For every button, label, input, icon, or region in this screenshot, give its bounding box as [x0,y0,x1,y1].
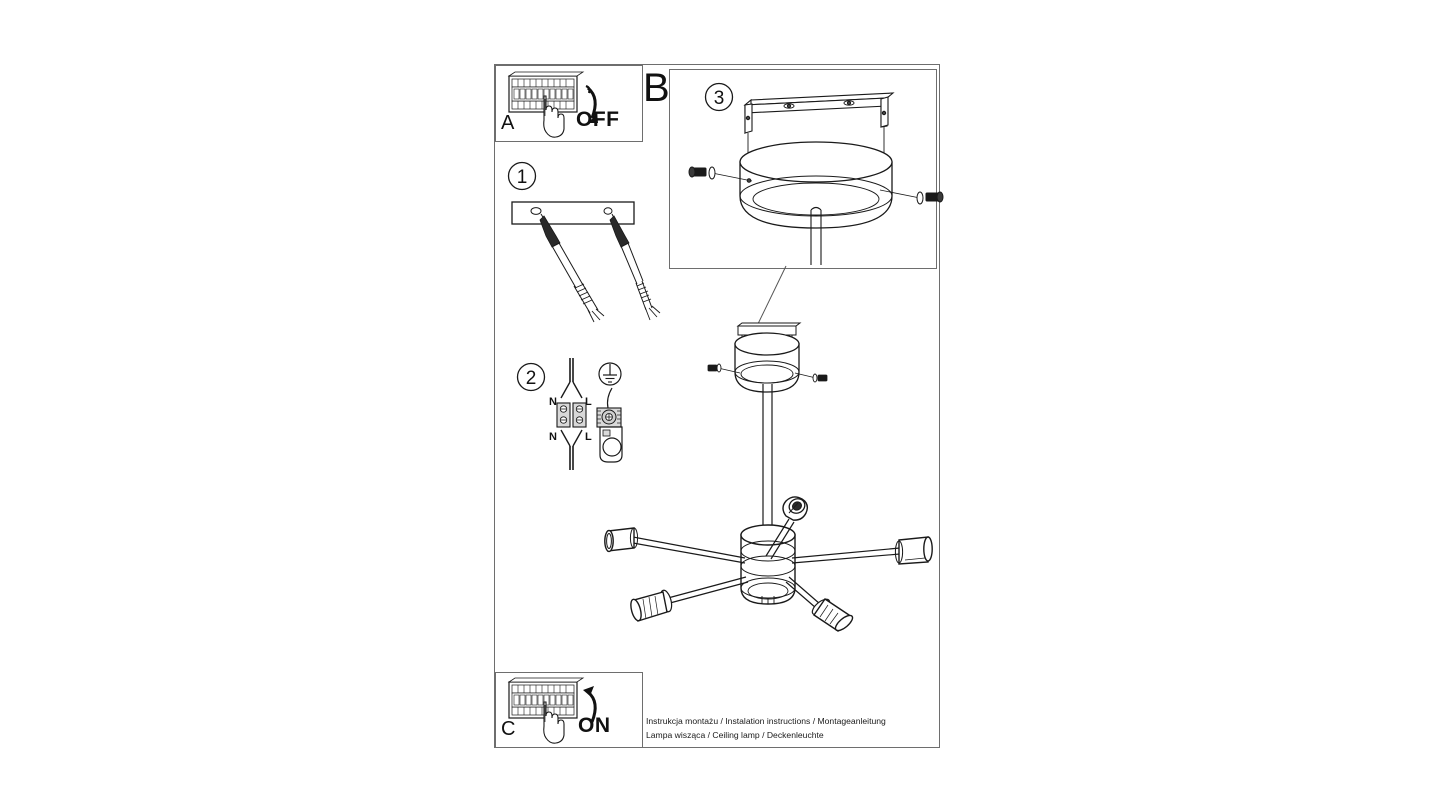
terminal-label-n-bottom: N [549,431,557,443]
panel-a-power-off [495,65,643,142]
label-on: ON [578,714,611,737]
terminal-label-l-bottom: L [585,431,592,443]
terminal-label-n-top: N [549,396,557,408]
label-off: OFF [576,108,620,131]
sheet-border [494,64,940,748]
panel-a-letter: A [501,112,515,134]
panel-c-letter: C [501,718,516,740]
terminal-label-l-top: L [585,396,592,408]
caption-block: Instrukcja montażu / Instalation instruc… [646,715,886,742]
section-letter-b: B [643,66,670,110]
panel-step3-canopy [669,69,937,269]
caption-line-2: Lampa wisząca / Ceiling lamp / Deckenleu… [646,729,824,740]
caption-line-1: Instrukcja montażu / Instalation instruc… [646,716,886,726]
panel-c-power-on [495,672,643,748]
